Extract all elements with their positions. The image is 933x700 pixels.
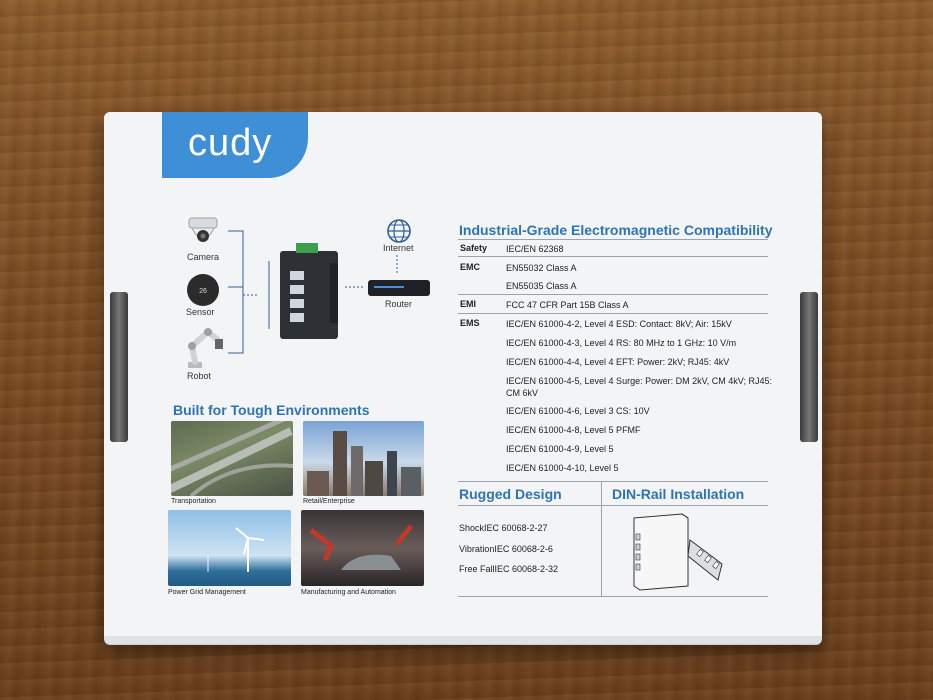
emc-title: Industrial-Grade Electromagnetic Compati… <box>459 222 773 238</box>
tough-title: Built for Tough Environments <box>173 402 370 418</box>
svg-text:26: 26 <box>199 288 207 295</box>
rugged-dinrail-divider <box>601 482 602 596</box>
caption-transportation: Transportation <box>171 498 216 505</box>
rugged-top-line <box>458 481 768 482</box>
emc-title-underline <box>458 239 768 240</box>
sensor-icon: 26 <box>187 274 219 306</box>
emc-row-value: IEC/EN 61000-4-9, Level 5 <box>506 444 614 454</box>
internet-label: Internet <box>383 243 414 253</box>
industrial-switch-icon <box>280 243 338 339</box>
rugged-bottom-line <box>458 596 768 597</box>
router-icon <box>368 280 430 296</box>
emc-row-key: EMS <box>460 318 480 328</box>
emc-row-key: EMI <box>460 299 477 309</box>
rugged-shock: ShockIEC 60068-2-27 <box>459 523 548 533</box>
photo-manufacturing <box>301 510 424 586</box>
emc-row-divider <box>458 294 768 295</box>
router-label: Router <box>385 299 413 309</box>
box-side-clip-left <box>110 292 128 442</box>
globe-icon <box>387 219 411 243</box>
brand-logo-tab <box>162 112 308 178</box>
din-rail-switch-icon <box>633 513 723 591</box>
emc-row-value: IEC/EN 62368 <box>506 244 564 254</box>
caption-retail-enterprise: Retail/Enterprise <box>303 498 355 505</box>
brand-logo: cudy <box>188 122 273 164</box>
emc-row-value: IEC/EN 61000-4-5, Level 4 Surge: Power: … <box>506 376 772 398</box>
emc-row-value: FCC 47 CFR Part 15B Class A <box>506 300 629 310</box>
emc-row-divider <box>458 256 768 257</box>
caption-power-grid: Power Grid Management <box>168 589 246 596</box>
dinrail-title: DIN-Rail Installation <box>612 486 745 502</box>
emc-row-value: IEC/EN 61000-4-8, Level 5 PFMF <box>506 425 641 435</box>
emc-row-key: EMC <box>460 262 480 272</box>
emc-row-value: IEC/EN 61000-4-10, Level 5 <box>506 463 619 473</box>
rugged-title-underline <box>458 505 768 506</box>
rugged-vibration: VibrationIEC 60068-2-6 <box>459 544 553 554</box>
photo-retail-enterprise <box>303 421 424 496</box>
emc-row-value: EN55032 Class A <box>506 263 577 273</box>
robot-arm-icon <box>188 328 223 368</box>
connection-lines <box>228 230 398 354</box>
emc-row-value: IEC/EN 61000-4-2, Level 4 ESD: Contact: … <box>506 319 732 329</box>
emc-row-value: IEC/EN 61000-4-4, Level 4 EFT: Power: 2k… <box>506 357 730 367</box>
emc-row-divider <box>458 313 768 314</box>
device-label-robot: Robot <box>187 371 212 381</box>
caption-manufacturing: Manufacturing and Automation <box>301 589 396 596</box>
rugged-free-fall: Free FallIEC 60068-2-32 <box>459 564 559 574</box>
rugged-title: Rugged Design <box>459 486 562 502</box>
emc-row-key: Safety <box>460 243 488 253</box>
box-bottom-edge <box>104 636 822 644</box>
box-side-clip-right <box>800 292 818 442</box>
photo-power-grid <box>168 510 291 586</box>
emc-row-value: IEC/EN 61000-4-6, Level 3 CS: 10V <box>506 406 650 416</box>
emc-row-value: EN55035 Class A <box>506 281 577 291</box>
device-label-sensor: Sensor <box>186 307 215 317</box>
camera-icon <box>188 217 218 242</box>
photo-transportation <box>171 421 293 496</box>
device-label-camera: Camera <box>187 252 220 262</box>
emc-row-value: IEC/EN 61000-4-3, Level 4 RS: 80 MHz to … <box>506 338 737 348</box>
